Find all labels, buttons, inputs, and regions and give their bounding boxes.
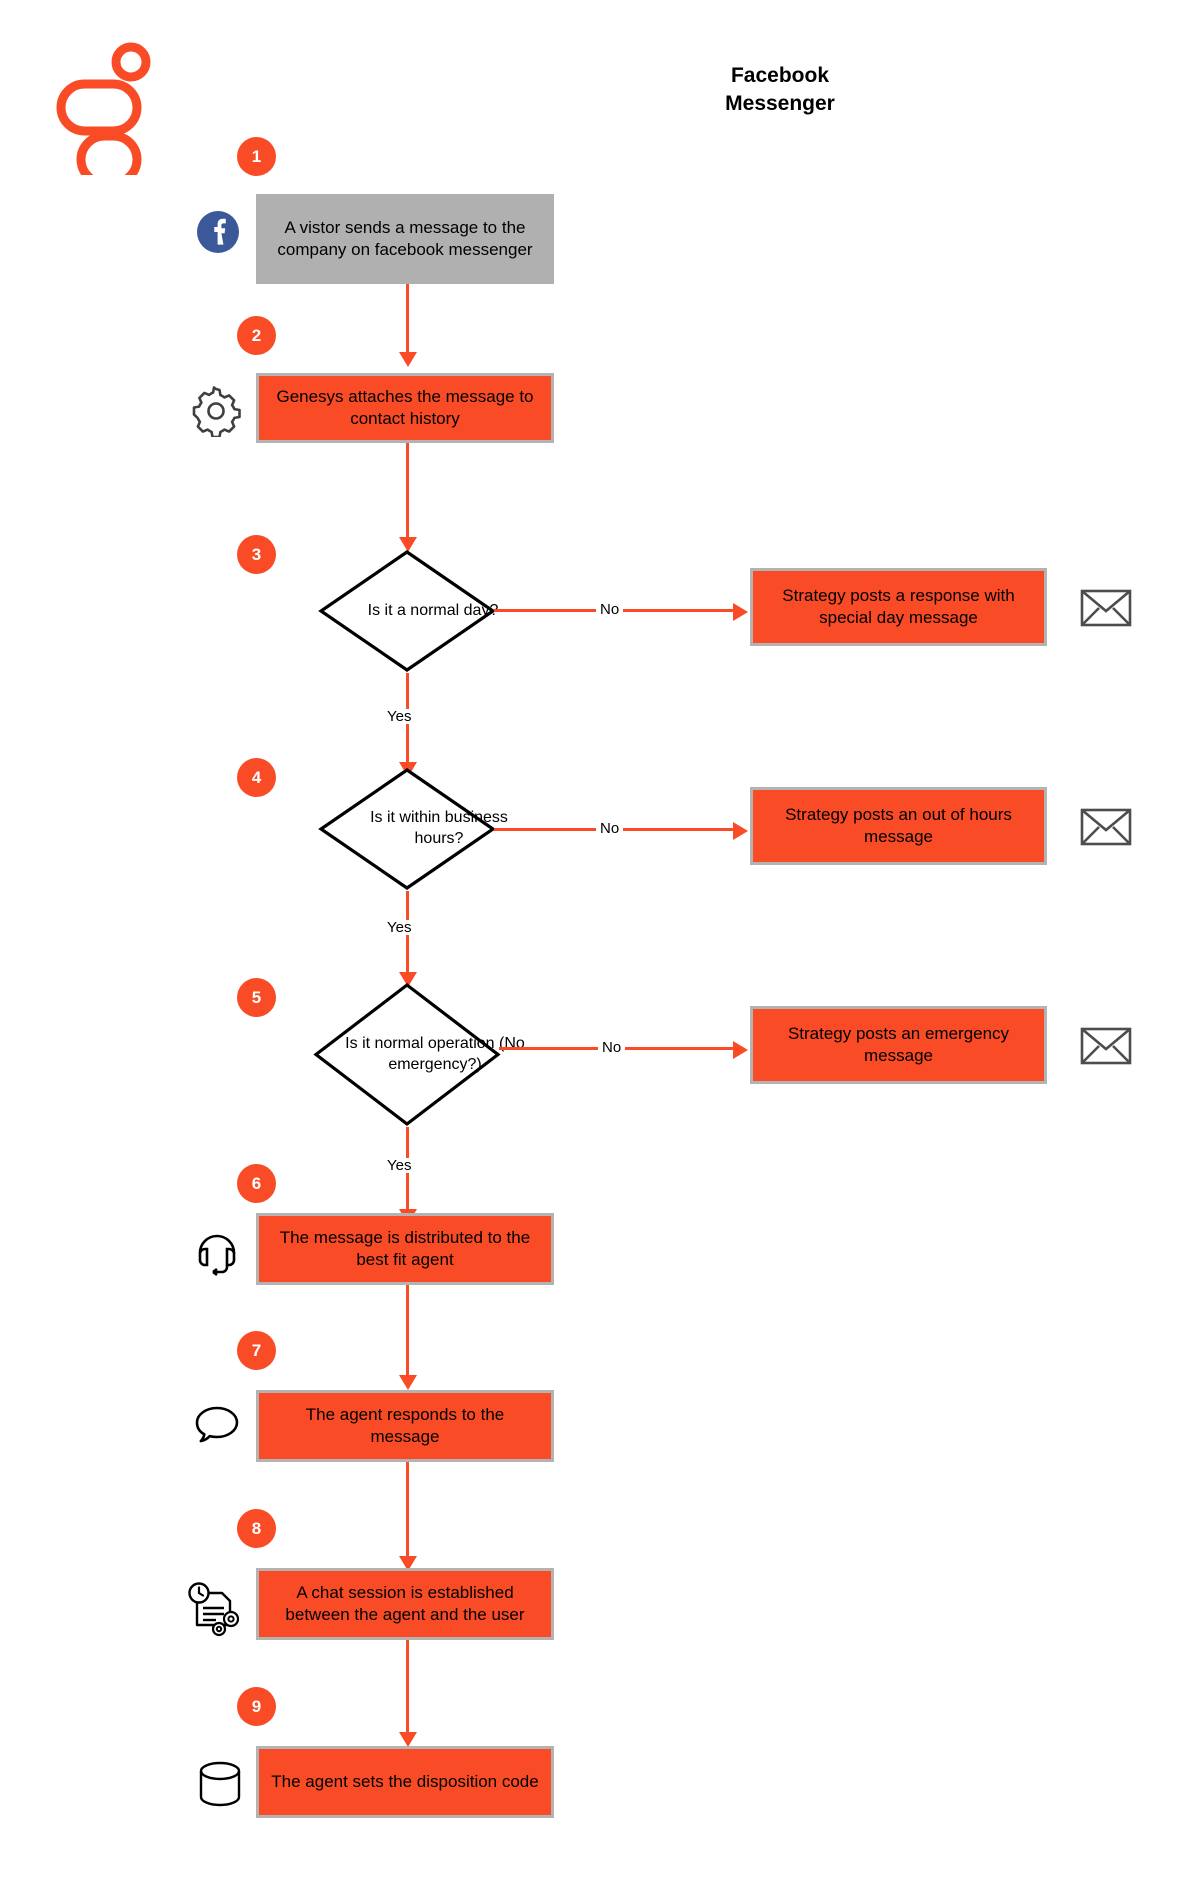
step-box-6: The message is distributed to the best f… [256, 1213, 554, 1285]
connector-4-yes-arrowhead [399, 972, 417, 987]
step-badge-1: 1 [237, 137, 276, 176]
connector-6-7-arrowhead [399, 1375, 417, 1390]
decision-diamond-5: Is it normal operation (No emergency?) [313, 982, 525, 1127]
step-badge-3: 3 [237, 535, 276, 574]
decision-diamond-4: Is it within business hours? [318, 767, 508, 891]
outcome-box-3: Strategy posts a response with special d… [750, 568, 1047, 646]
connector-1-2 [406, 284, 409, 358]
connector-5-no-arrowhead [733, 1041, 748, 1059]
connector-7-8-arrowhead [399, 1556, 417, 1571]
page-title-line2: Messenger [725, 92, 835, 116]
outcome-box-4: Strategy posts an out of hours message [750, 787, 1047, 865]
connector-8-9-arrowhead [399, 1732, 417, 1747]
edge-label-3-no: No [596, 602, 624, 617]
envelope-icon [1080, 1027, 1132, 1070]
step-badge-5: 5 [237, 978, 276, 1017]
connector-2-3-arrowhead [399, 537, 417, 552]
connector-8-9 [406, 1640, 409, 1738]
connector-6-7 [406, 1285, 409, 1381]
step-box-2: Genesys attaches the message to contact … [256, 373, 554, 443]
envelope-icon [1080, 808, 1132, 851]
edge-label-4-yes: Yes [383, 920, 416, 935]
step-box-9: The agent sets the disposition code [256, 1746, 554, 1818]
envelope-icon [1080, 589, 1132, 632]
genesys-logo [55, 40, 165, 188]
step-badge-4: 4 [237, 758, 276, 797]
step-box-7: The agent responds to the message [256, 1390, 554, 1462]
connector-1-2-arrowhead [399, 352, 417, 367]
document-clock-gear-icon [186, 1580, 246, 1640]
connector-2-3 [406, 443, 409, 543]
connector-3-no-arrowhead [733, 603, 748, 621]
connector-4-no-arrowhead [733, 822, 748, 840]
page-title-line1: Facebook [730, 64, 830, 87]
edge-label-4-no: No [596, 821, 624, 836]
facebook-icon [195, 209, 241, 255]
database-icon [196, 1758, 244, 1810]
step-badge-8: 8 [237, 1509, 276, 1548]
decision-diamond-3: Is it a normal day? [318, 549, 498, 673]
speech-bubble-icon [190, 1398, 244, 1452]
step-box-1: A vistor sends a message to the company … [256, 194, 554, 284]
edge-label-3-yes: Yes [383, 709, 416, 724]
outcome-box-5: Strategy posts an emergency message [750, 1006, 1047, 1084]
edge-label-5-yes: Yes [383, 1158, 416, 1173]
step-badge-9: 9 [237, 1687, 276, 1726]
step-badge-6: 6 [237, 1164, 276, 1203]
page-title: Facebook Messenger [620, 62, 940, 119]
connector-7-8 [406, 1462, 409, 1562]
step-box-8: A chat session is established between th… [256, 1568, 554, 1640]
step-badge-7: 7 [237, 1331, 276, 1370]
step-badge-2: 2 [237, 316, 276, 355]
edge-label-5-no: No [598, 1040, 626, 1055]
gear-icon [190, 385, 242, 437]
headset-icon [191, 1226, 243, 1278]
